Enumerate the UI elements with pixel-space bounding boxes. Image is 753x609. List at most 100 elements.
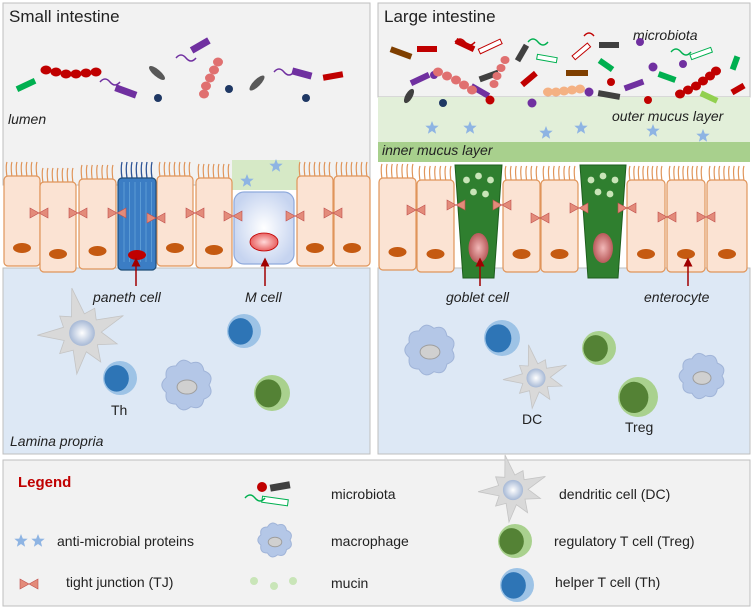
lamina-propria-label: Lamina propria	[10, 433, 104, 449]
small-chain-salmon-1	[209, 65, 219, 75]
inner-mucus-layer	[378, 142, 750, 162]
large-enterocyte-3-nucleus	[550, 249, 569, 259]
large-enterocyte-1-nucleus	[426, 249, 445, 259]
legend-label-dc: dendritic cell (DC)	[559, 486, 670, 502]
large-microbe-35	[670, 48, 692, 56]
legend-mucin-icon-3	[289, 577, 297, 585]
m-cell	[233, 191, 295, 265]
small-enterocyte-0-microvilli	[5, 161, 38, 178]
large-chain-red-3	[698, 76, 708, 86]
large-chain-peach-1	[551, 87, 561, 97]
small-flagellum-2	[175, 54, 197, 62]
legend-label-amp: anti-microbial proteins	[57, 533, 194, 549]
legend-dendritic-cell-icon-nucleus	[502, 479, 524, 501]
large-microbe-34	[583, 32, 595, 37]
large-tight-junction-0	[406, 204, 426, 216]
dc-label: DC	[522, 411, 542, 427]
legend-th-icon-nucleus	[501, 572, 526, 599]
legend-star-icon-2	[31, 534, 45, 547]
large-microbe-0	[389, 46, 413, 60]
small-macrophage-nucleus	[176, 379, 198, 395]
small-amp-star-0	[269, 159, 283, 172]
large-tight-junction-3	[530, 212, 550, 224]
small-microbiota	[15, 37, 344, 102]
small-th-cell-nucleus	[228, 318, 253, 345]
small-enterocyte-5-microvilli	[298, 161, 331, 178]
large-microbe-22	[439, 99, 447, 107]
large-chain-salmon-a-3	[459, 80, 469, 90]
legend-label-treg: regulatory T cell (Treg)	[554, 533, 695, 549]
goblet-cell-label: goblet cell	[446, 289, 510, 305]
small-epithelium	[3, 159, 371, 273]
small-rod-green	[15, 78, 37, 92]
goblet-cell-2-mucin-4	[606, 190, 614, 198]
large-enterocyte-5-microvilli	[668, 165, 703, 182]
legend-microbe-rod-icon	[269, 481, 291, 492]
small-rod-grey	[149, 66, 165, 80]
large-tight-junction-4	[569, 202, 589, 214]
large-microbe-15	[597, 90, 621, 100]
small-enterocyte-1-microvilli	[41, 167, 74, 184]
large-amp-star-3	[574, 121, 588, 134]
large-chain-salmon-b-1	[496, 64, 506, 72]
small-enterocyte-6-nucleus	[343, 243, 361, 253]
microbiota-label: microbiota	[633, 27, 698, 43]
large-tight-junction-7	[696, 211, 716, 223]
large-chain-red-1	[683, 85, 693, 95]
small-chain-salmon-2	[205, 73, 215, 83]
goblet-cell-2	[579, 164, 627, 279]
small-chain-red-3	[70, 69, 82, 79]
small-enterocyte-2-nucleus	[88, 246, 107, 256]
large-microbe-16	[623, 78, 645, 92]
small-amp-star-1	[240, 174, 254, 187]
goblet-cell-1-mucin-4	[482, 190, 489, 198]
small-intestine-title: Small intestine	[9, 7, 120, 26]
small-tight-junction-0	[29, 207, 49, 219]
large-chain-salmon-a-0	[433, 67, 443, 77]
large-chain-peach-0	[543, 87, 553, 97]
large-chain-peach-3	[567, 85, 577, 95]
legend-label-microbiota: microbiota	[331, 486, 396, 502]
large-microbe-7	[599, 42, 619, 48]
small-rod-purple-3	[291, 67, 313, 80]
large-enterocyte-3	[540, 179, 579, 273]
large-enterocyte-2	[502, 179, 541, 273]
small-enterocyte-3	[156, 175, 194, 267]
small-enterocyte-4-nucleus	[205, 245, 223, 255]
large-amp-star-5	[696, 129, 710, 142]
large-immune-cells	[404, 320, 725, 417]
small-treg-cell-nucleus	[255, 379, 282, 408]
large-treg-cell-nucleus	[583, 335, 608, 362]
large-th-cell-nucleus	[485, 324, 512, 353]
small-lumen-bg	[2, 2, 371, 186]
goblet-cell-1-mucin-0	[463, 176, 470, 184]
large-enterocyte-6-microvilli	[708, 165, 745, 182]
large-tight-junction-6	[657, 211, 677, 223]
goblet-cell-2-mucin-3	[594, 188, 602, 196]
treg-label: Treg	[625, 419, 653, 435]
small-spiral-flagellum	[99, 78, 121, 86]
small-tight-junction-7	[323, 207, 343, 219]
inner-mucus-label: inner mucus layer	[382, 142, 494, 158]
large-microbe-32	[454, 38, 476, 46]
large-enterocyte-4-nucleus	[637, 249, 655, 259]
large-enterocyte-1-microvilli	[418, 165, 452, 182]
small-intestine-panel: Small intestine lumen Lamina propria pan…	[2, 2, 371, 455]
large-chain-salmon-a-4	[467, 85, 477, 95]
large-chain-salmon-b-2	[492, 72, 502, 80]
small-enterocyte-1-nucleus	[49, 249, 67, 259]
large-dendritic-cell-nucleus	[526, 368, 546, 388]
paneth-cell-microvilli	[120, 161, 153, 179]
large-enterocyte-2-nucleus	[512, 249, 531, 259]
large-microbe-5	[536, 53, 558, 64]
goblet-cell-1-nucleus	[468, 233, 489, 263]
large-microbe-17	[699, 90, 719, 104]
large-microbe-10	[729, 55, 741, 71]
large-microbe-6	[571, 42, 592, 61]
small-tight-junction-3	[146, 212, 166, 224]
paneth-cell-nucleus	[128, 250, 146, 260]
small-chain-red-2	[60, 69, 72, 79]
small-enterocyte-3-nucleus	[166, 243, 184, 253]
large-chain-red-2	[691, 81, 701, 91]
small-enterocyte-2-microvilli	[80, 164, 114, 181]
